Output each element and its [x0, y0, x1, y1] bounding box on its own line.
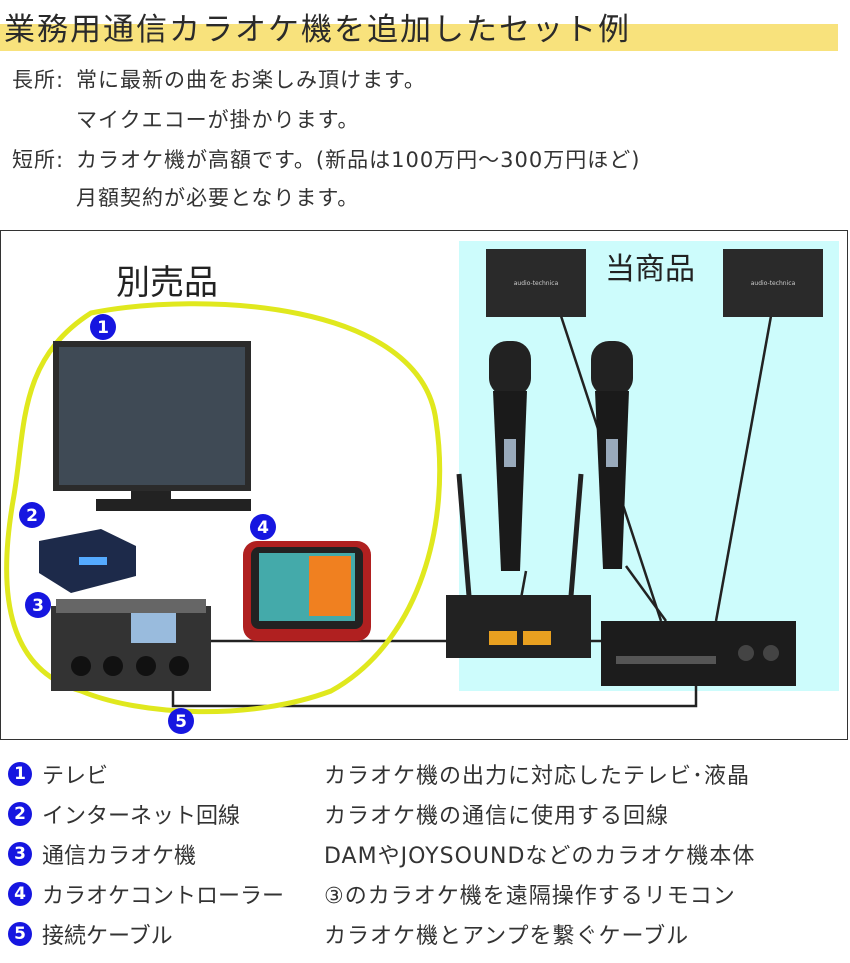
setup-diagram: 別売品 当商品 audio-technica audio-technica — [0, 230, 848, 740]
page-title: 業務用通信カラオケ機を追加したセット例 — [4, 12, 631, 48]
legend-row: 4 カラオケコントローラー ③のカラオケ機を遠隔操作するリモコン — [8, 874, 848, 914]
amplifier — [601, 621, 796, 686]
marker-5: 5 — [175, 712, 187, 732]
number-badge: 3 — [8, 842, 32, 866]
item-name: 接続ケーブル — [42, 924, 173, 949]
marker-3: 3 — [32, 596, 44, 616]
speaker-right: audio-technica — [723, 249, 823, 317]
television — [53, 341, 251, 511]
internet-router — [39, 529, 136, 593]
speaker-left: audio-technica — [486, 249, 586, 317]
number-markers: 1 2 3 4 5 — [19, 314, 276, 734]
speaker-brand: audio-technica — [514, 280, 559, 287]
legend-row: 3 通信カラオケ機 DAMやJOYSOUNDなどのカラオケ機本体 — [8, 834, 848, 874]
item-desc: カラオケ機の通信に使用する回線 — [324, 804, 670, 829]
cons-label: 短所: — [12, 148, 65, 172]
microphone-left — [489, 341, 531, 571]
marker-2: 2 — [26, 506, 38, 526]
item-desc: カラオケ機とアンプを繋ぐケーブル — [324, 924, 690, 949]
pros-text-1: 常に最新の曲をお楽しみ頂けます。 — [76, 68, 426, 92]
marker-1: 1 — [97, 318, 109, 338]
legend: 1 テレビ カラオケ機の出力に対応したテレビ･液晶 2 インターネット回線 カラオケ機の… — [8, 754, 848, 954]
number-badge: 4 — [8, 882, 32, 906]
microphone-right — [591, 341, 633, 569]
item-desc: カラオケ機の出力に対応したテレビ･液晶 — [324, 764, 751, 789]
number-badge: 1 — [8, 762, 32, 786]
karaoke-machine — [51, 599, 211, 691]
marker-4: 4 — [257, 518, 269, 538]
karaoke-controller — [243, 541, 371, 641]
sold-separately-outline — [4, 301, 443, 715]
sold-separately-label: 別売品 — [116, 263, 218, 303]
item-desc: DAMやJOYSOUNDなどのカラオケ機本体 — [324, 844, 756, 869]
title-highlight — [0, 24, 838, 51]
pros-text-2: マイクエコーが掛かります。 — [76, 108, 360, 132]
speaker-brand: audio-technica — [751, 280, 796, 287]
legend-row: 2 インターネット回線 カラオケ機の通信に使用する回線 — [8, 794, 848, 834]
item-name: 通信カラオケ機 — [42, 844, 197, 869]
cons-text-1: カラオケ機が高額です。(新品は100万円～300万円ほど) — [76, 148, 641, 172]
legend-row: 5 接続ケーブル カラオケ機とアンプを繋ぐケーブル — [8, 914, 848, 954]
pros-label: 長所: — [12, 68, 65, 92]
cons-text-2: 月額契約が必要となります。 — [76, 186, 360, 210]
item-name: テレビ — [42, 764, 109, 789]
number-badge: 5 — [8, 922, 32, 946]
wireless-receiver — [446, 473, 591, 658]
number-badge: 2 — [8, 802, 32, 826]
item-desc: ③のカラオケ機を遠隔操作するリモコン — [324, 884, 736, 909]
item-name: カラオケコントローラー — [42, 884, 285, 909]
legend-row: 1 テレビ カラオケ機の出力に対応したテレビ･液晶 — [8, 754, 848, 794]
this-product-label: 当商品 — [605, 252, 695, 287]
item-name: インターネット回線 — [42, 804, 241, 829]
